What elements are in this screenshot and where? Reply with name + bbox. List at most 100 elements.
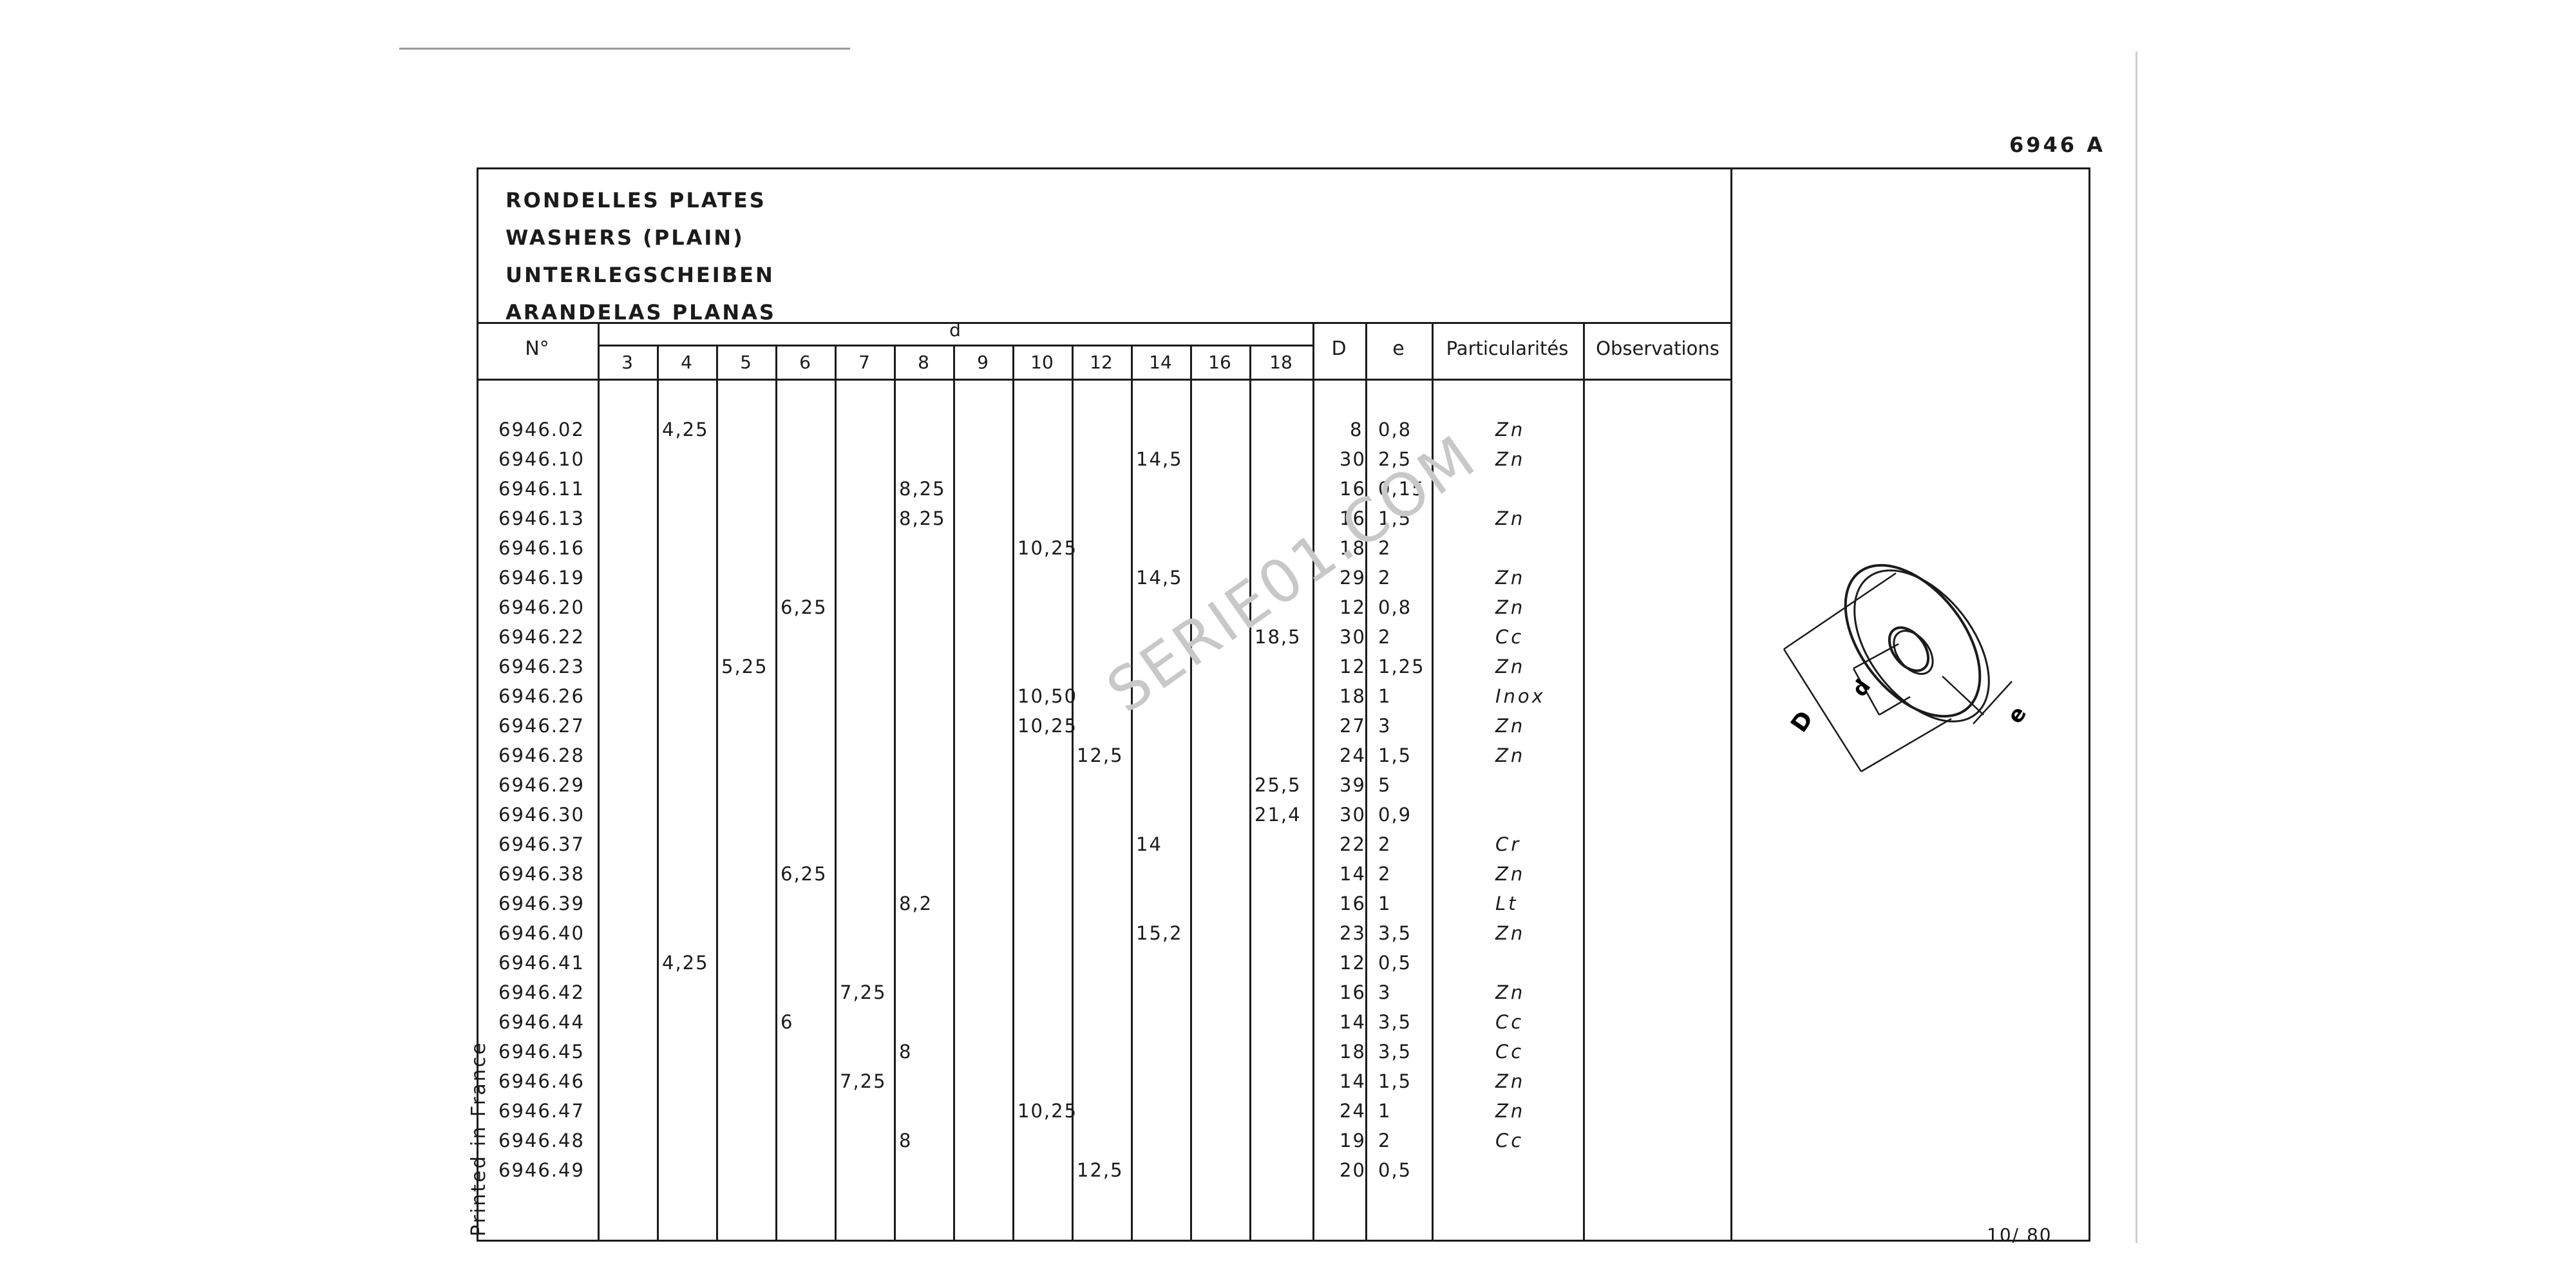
- column-rule: [1365, 322, 1367, 1242]
- d-value: 4,25: [662, 419, 709, 440]
- d-value: 7,25: [840, 981, 887, 1003]
- thickness: 1: [1378, 1100, 1392, 1122]
- outer-diameter: 14: [1340, 1070, 1366, 1092]
- printed-in-label: Printed in France: [468, 1041, 490, 1236]
- header-d-7: 7: [858, 352, 870, 373]
- dimension-d-line: [1852, 668, 1880, 715]
- d-value: 12,5: [1077, 744, 1124, 766]
- part-number: 6946.30: [498, 804, 585, 826]
- part-number: 6946.23: [498, 656, 585, 677]
- document-code: 6946 A: [2009, 133, 2105, 157]
- thickness: 3: [1378, 715, 1392, 737]
- part-number: 6946.45: [498, 1041, 585, 1063]
- particularity: Inox: [1495, 685, 1546, 707]
- part-number: 6946.47: [498, 1100, 585, 1122]
- header-d-3: 3: [621, 352, 633, 373]
- scan-artifact: [2136, 52, 2137, 1243]
- outer-diameter: 14: [1340, 1011, 1366, 1033]
- d-value: 6,25: [781, 863, 828, 885]
- part-number: 6946.49: [498, 1159, 585, 1181]
- column-rule: [1131, 345, 1133, 1242]
- part-number: 6946.19: [498, 567, 585, 589]
- d-value: 8,2: [899, 893, 933, 914]
- particularity: Zn: [1495, 744, 1526, 766]
- thickness: 2: [1378, 567, 1392, 589]
- thickness: 0,8: [1378, 596, 1412, 618]
- thickness: 0,8: [1378, 419, 1412, 440]
- outer-diameter: 30: [1340, 626, 1366, 648]
- outer-diameter: 12: [1340, 952, 1366, 974]
- part-number: 6946.02: [498, 419, 585, 440]
- particularity: Zn: [1495, 1100, 1526, 1122]
- d-value: 7,25: [840, 1070, 887, 1092]
- title-line: UNTERLEGSCHEIBEN: [506, 263, 775, 287]
- d-value: 15,2: [1136, 922, 1183, 944]
- thickness: 3,5: [1378, 1041, 1412, 1063]
- outer-diameter: 18: [1340, 685, 1366, 707]
- part-number: 6946.42: [498, 981, 585, 1003]
- outer-diameter: 23: [1340, 922, 1366, 944]
- thickness: 1,5: [1378, 1070, 1412, 1092]
- d-value: 6: [781, 1011, 794, 1033]
- page-number: 10/ 80: [1987, 1224, 2052, 1245]
- column-rule: [775, 345, 777, 1242]
- outer-diameter: 18: [1340, 1041, 1366, 1063]
- thickness: 1,5: [1378, 507, 1412, 529]
- d-value: 5,25: [721, 656, 768, 677]
- washer-outer-edge: [1853, 569, 1990, 723]
- d-value: 10,50: [1018, 685, 1078, 707]
- outer-diameter: 12: [1340, 656, 1366, 677]
- header-d-18: 18: [1269, 352, 1293, 373]
- outer-diameter: 18: [1340, 537, 1366, 559]
- outer-diameter: 20: [1340, 1159, 1366, 1181]
- part-number: 6946.40: [498, 922, 585, 944]
- header-e: e: [1392, 337, 1405, 360]
- header-d-8: 8: [918, 352, 929, 373]
- part-number: 6946.29: [498, 774, 585, 796]
- thickness: 2,5: [1378, 448, 1412, 470]
- particularity: Cc: [1495, 626, 1524, 648]
- thickness: 1,25: [1378, 656, 1425, 677]
- particularity: Zn: [1495, 419, 1526, 440]
- part-number: 6946.11: [498, 478, 585, 500]
- header-d-4: 4: [681, 352, 692, 373]
- part-number: 6946.20: [498, 596, 585, 618]
- diagram-frame: [1730, 167, 2090, 1242]
- thickness: 0,15: [1378, 478, 1425, 500]
- thickness: 2: [1378, 863, 1392, 885]
- header-d-6: 6: [799, 352, 811, 373]
- outer-diameter: 19: [1340, 1130, 1366, 1151]
- outer-diameter: 22: [1340, 833, 1366, 855]
- column-rule: [716, 345, 718, 1242]
- part-number: 6946.27: [498, 715, 585, 737]
- header-particularites: Particularités: [1446, 337, 1569, 359]
- column-rule: [598, 322, 600, 1242]
- thickness: 2: [1378, 537, 1392, 559]
- header-bottom-line: [477, 379, 1732, 381]
- outer-diameter: 16: [1340, 893, 1366, 914]
- particularity: Zn: [1495, 1070, 1526, 1092]
- outer-diameter: 12: [1340, 596, 1366, 618]
- thickness: 1,5: [1378, 744, 1412, 766]
- part-number: 6946.10: [498, 448, 585, 470]
- title-line: RONDELLES PLATES: [506, 188, 766, 213]
- d-value: 6,25: [781, 596, 828, 618]
- outer-diameter: 39: [1340, 774, 1366, 796]
- thickness: 3,5: [1378, 922, 1412, 944]
- outer-diameter: 16: [1340, 981, 1366, 1003]
- header-d-14: 14: [1149, 352, 1172, 373]
- column-rule: [835, 345, 837, 1242]
- part-number: 6946.37: [498, 833, 585, 855]
- particularity: Zn: [1495, 448, 1526, 470]
- washer-hole: [1888, 626, 1930, 672]
- washer-outer-face: [1844, 564, 1982, 718]
- particularity: Zn: [1495, 567, 1526, 589]
- d-value: 14,5: [1136, 448, 1183, 470]
- particularity: Zn: [1495, 922, 1526, 944]
- d-value: 14,5: [1136, 567, 1183, 589]
- d-value: 8,25: [899, 478, 946, 500]
- header-D: D: [1331, 337, 1347, 360]
- thickness: 0,5: [1378, 1159, 1412, 1181]
- particularity: Zn: [1495, 715, 1526, 737]
- thickness: 0,9: [1378, 804, 1412, 826]
